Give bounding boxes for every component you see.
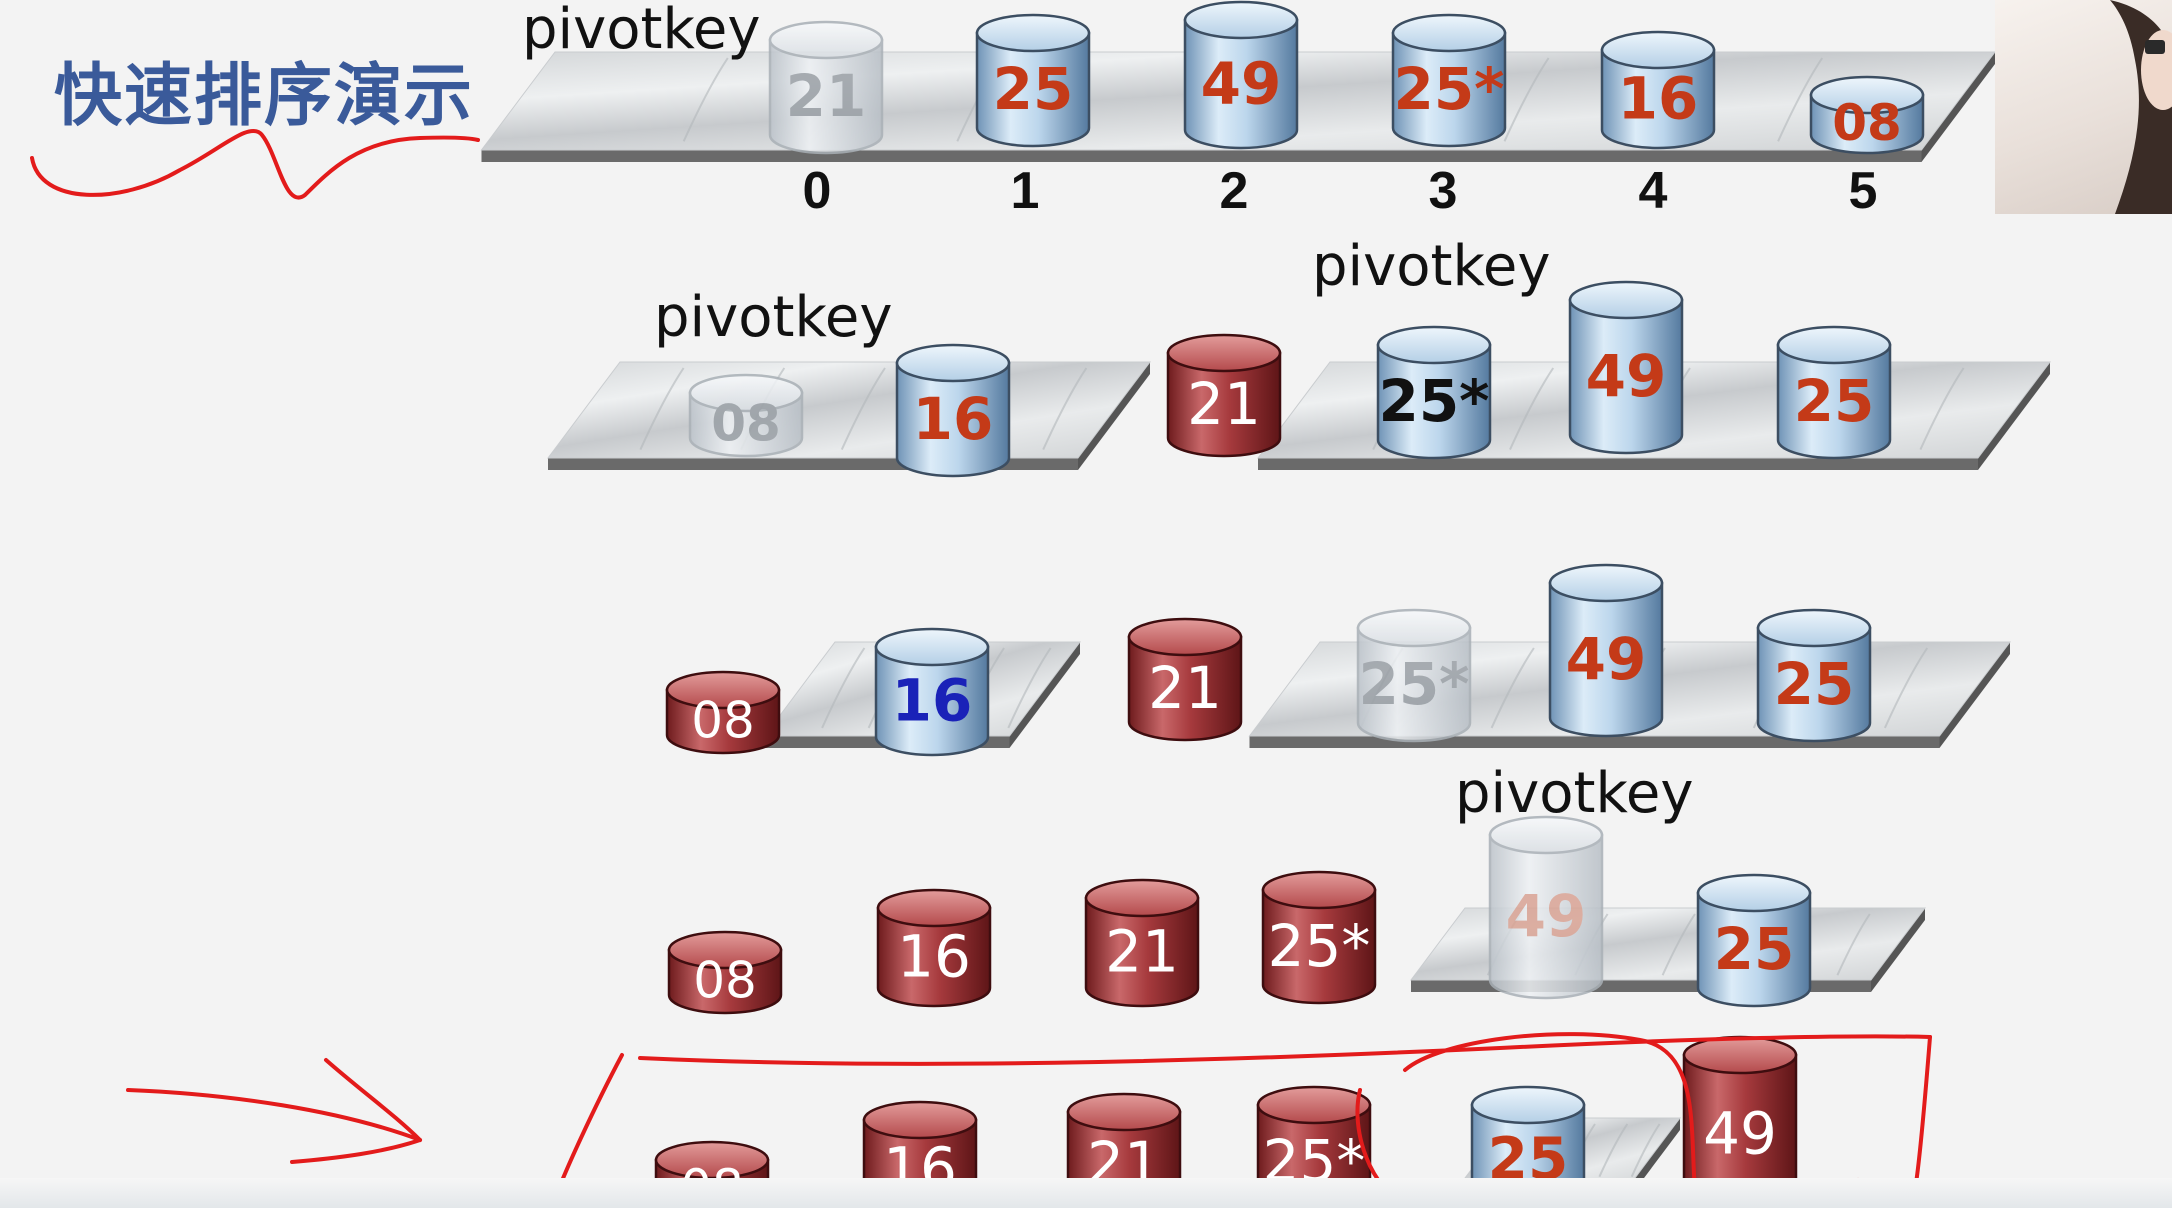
cylinder-value: 21 bbox=[1148, 654, 1222, 722]
cylinder-value: 49 bbox=[1586, 342, 1667, 410]
annotation-layer bbox=[30, 128, 2008, 1208]
cylinder-ghost: 25* bbox=[1356, 608, 1472, 743]
cylinder-blue: 16 bbox=[874, 627, 990, 757]
cylinder-value: 25 bbox=[1774, 650, 1855, 718]
row-3: 08 16 21 25* 49 25 bbox=[665, 563, 1872, 757]
label-layer: 0 1 2 3 4 5 pivotkey pivotkey pivotkey pivotkey bbox=[522, 0, 1877, 826]
cylinder-blue: 49 bbox=[1183, 0, 1299, 150]
index-label-0: 0 bbox=[803, 162, 832, 220]
index-label-4: 4 bbox=[1639, 162, 1668, 220]
cylinder-ghost: 21 bbox=[768, 20, 884, 155]
pivotkey-label: pivotkey bbox=[1455, 761, 1694, 826]
cylinder-red: 25* bbox=[1261, 870, 1377, 1005]
presenter-video bbox=[1995, 0, 2172, 214]
taskbar-strip bbox=[0, 1178, 2172, 1208]
arrow-shaft bbox=[126, 1088, 422, 1142]
cylinder-value: 08 bbox=[691, 692, 755, 750]
cylinder-blue: 49 bbox=[1568, 280, 1684, 455]
pivotkey-label: pivotkey bbox=[654, 285, 893, 350]
cylinder-value: 49 bbox=[1566, 625, 1647, 693]
row-4: 08 16 21 25* 49 25 bbox=[667, 815, 1812, 1015]
slide-title: 快速排序演示 bbox=[54, 57, 475, 136]
row-1: 21 25 49 25* 16 08 bbox=[768, 0, 1925, 155]
cylinder-value: 25 bbox=[1714, 915, 1795, 983]
cylinder-value: 25* bbox=[1358, 650, 1469, 718]
index-label-2: 2 bbox=[1220, 162, 1249, 220]
cylinder-red: 21 bbox=[1166, 333, 1282, 458]
cylinder-red: 08 bbox=[665, 670, 781, 755]
cylinder-blue: 25 bbox=[975, 13, 1091, 148]
cylinder-value: 08 bbox=[1832, 94, 1902, 152]
pivotkey-label: pivotkey bbox=[1312, 234, 1551, 299]
presenter-silhouette bbox=[2110, 0, 2172, 214]
cylinder-value: 16 bbox=[1618, 64, 1699, 132]
cylinder-blue: 25 bbox=[1696, 873, 1812, 1008]
cylinder-value: 21 bbox=[1187, 370, 1261, 438]
box-right bbox=[1913, 1035, 1932, 1192]
row-2: 08 16 21 25* 49 25 bbox=[688, 280, 1892, 478]
cylinder-blue: 25* bbox=[1391, 13, 1507, 148]
cylinder-value: 49 bbox=[1703, 1099, 1777, 1167]
cylinder-value: 16 bbox=[897, 922, 971, 990]
cylinder-value: 49 bbox=[1506, 882, 1587, 950]
cylinder-blue: 16 bbox=[1600, 30, 1716, 150]
cylinder-value: 49 bbox=[1201, 49, 1282, 117]
cylinder-red: 21 bbox=[1127, 617, 1243, 742]
cylinder-red: 16 bbox=[876, 888, 992, 1008]
cylinder-blue: 16 bbox=[895, 343, 1011, 478]
box-top bbox=[638, 1034, 1932, 1066]
underline-scribble bbox=[30, 128, 480, 200]
cylinder-blue: 49 bbox=[1548, 563, 1664, 738]
index-label-3: 3 bbox=[1429, 162, 1458, 220]
cylinder-red: 21 bbox=[1084, 878, 1200, 1008]
cylinder-value: 21 bbox=[786, 62, 867, 130]
cylinder-blue: 25 bbox=[1776, 325, 1892, 460]
cylinder-ghost: 49 bbox=[1488, 815, 1604, 1000]
cylinder-value: 08 bbox=[711, 395, 781, 453]
cylinder-value: 16 bbox=[892, 666, 973, 734]
cylinder-blue: 25 bbox=[1756, 608, 1872, 743]
cylinder-value: 08 bbox=[693, 952, 757, 1010]
cylinder-blue: 08 bbox=[1809, 75, 1925, 155]
cylinder-ghost: 08 bbox=[688, 373, 804, 458]
index-label-1: 1 bbox=[1011, 162, 1040, 220]
cylinder-value: 25* bbox=[1393, 55, 1504, 123]
cylinder-red: 08 bbox=[667, 930, 783, 1015]
arrow-head-upper bbox=[324, 1058, 422, 1142]
cylinder-value: 25* bbox=[1378, 367, 1489, 435]
cylinder-red: 49 bbox=[1682, 1035, 1798, 1208]
cylinder-value: 25* bbox=[1268, 912, 1371, 980]
cylinder-value: 16 bbox=[913, 385, 994, 453]
cylinder-value: 25 bbox=[993, 55, 1074, 123]
platform-row-4 bbox=[1410, 907, 1926, 992]
cylinder-blue: 25* bbox=[1376, 325, 1492, 460]
cylinder-value: 25 bbox=[1794, 367, 1875, 435]
pivotkey-label: pivotkey bbox=[522, 0, 761, 62]
platform-row-2-left bbox=[547, 361, 1151, 470]
cylinder-value: 21 bbox=[1105, 917, 1179, 985]
index-label-5: 5 bbox=[1849, 162, 1878, 220]
arrow-head-lower bbox=[290, 1138, 422, 1164]
